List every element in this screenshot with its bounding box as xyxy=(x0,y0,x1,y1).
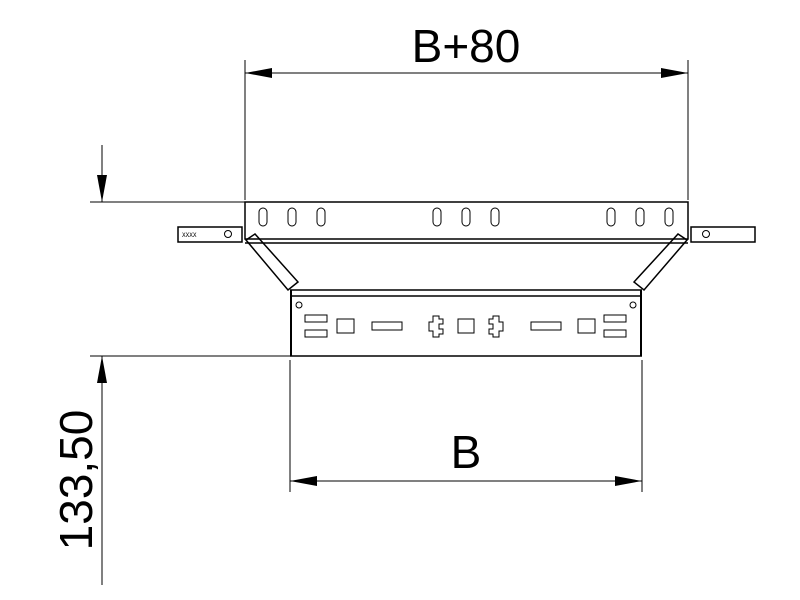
dimension-bottom-width: B xyxy=(289,360,643,492)
arrow-down-icon xyxy=(97,175,107,202)
right-bracket xyxy=(690,226,756,243)
arrow-left-icon xyxy=(245,68,272,78)
arrow-right-icon xyxy=(615,476,642,486)
arrow-up-icon xyxy=(97,356,107,383)
arrow-left-icon xyxy=(290,476,317,486)
left-bracket: XXXX xyxy=(177,226,243,243)
bottom-plate xyxy=(290,289,642,357)
top-plate xyxy=(244,201,689,244)
bottom-width-label: B xyxy=(451,426,482,478)
dimension-top-width: B+80 xyxy=(244,20,689,200)
height-label: 133,50 xyxy=(50,410,102,551)
left-strut xyxy=(244,233,300,292)
top-width-label: B+80 xyxy=(412,20,521,72)
bracket-marking: XXXX xyxy=(182,232,197,239)
right-strut xyxy=(632,233,689,292)
arrow-right-icon xyxy=(661,68,688,78)
dimension-height: 133,50 xyxy=(50,145,290,585)
